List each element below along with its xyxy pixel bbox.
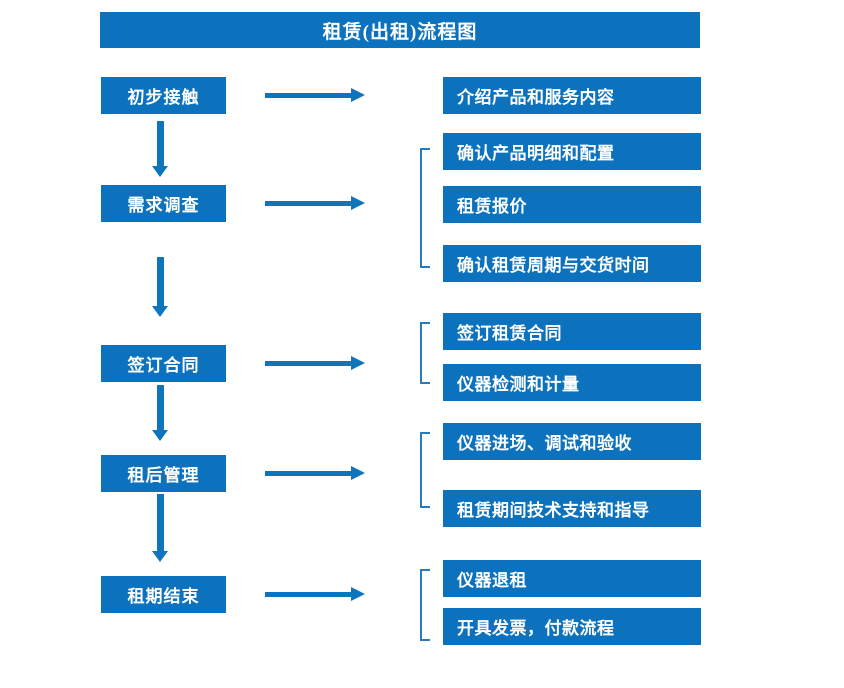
detail-box-instrument-inspection[interactable]: 仪器检测和计量 bbox=[443, 364, 701, 401]
arrow-head bbox=[152, 551, 168, 562]
detail-box-instrument-entry-commission[interactable]: 仪器进场、调试和验收 bbox=[443, 423, 701, 460]
arrow-shaft bbox=[265, 361, 353, 366]
arrow-down-stage-1-to-2 bbox=[152, 121, 169, 177]
group-bracket-stage-5 bbox=[420, 569, 430, 641]
stage-box-demand-survey[interactable]: 需求调查 bbox=[101, 185, 226, 222]
detail-box-technical-support[interactable]: 租赁期间技术支持和指导 bbox=[443, 490, 701, 527]
arrow-shaft bbox=[265, 471, 353, 476]
stage-box-lease-end[interactable]: 租期结束 bbox=[101, 576, 226, 613]
arrow-down-stage-2-to-3 bbox=[152, 257, 169, 317]
arrow-head bbox=[351, 356, 365, 370]
detail-box-sign-rental-contract[interactable]: 签订租赁合同 bbox=[443, 313, 701, 350]
detail-box-invoice-payment[interactable]: 开具发票，付款流程 bbox=[443, 608, 701, 645]
group-bracket-stage-4 bbox=[420, 432, 430, 508]
arrow-head bbox=[152, 306, 168, 317]
arrow-right-stage-3 bbox=[265, 356, 365, 370]
stage-box-post-rental-management[interactable]: 租后管理 bbox=[101, 455, 226, 492]
arrow-head bbox=[152, 166, 168, 177]
detail-box-instrument-return[interactable]: 仪器退租 bbox=[443, 560, 701, 597]
arrow-head bbox=[351, 587, 365, 601]
arrow-down-stage-4-to-5 bbox=[152, 494, 169, 562]
arrow-shaft bbox=[265, 93, 353, 98]
arrow-shaft bbox=[157, 121, 164, 166]
arrow-down-stage-3-to-4 bbox=[152, 385, 169, 441]
arrow-shaft bbox=[157, 257, 164, 306]
stage-box-sign-contract[interactable]: 签订合同 bbox=[101, 345, 226, 382]
page-title: 租赁(出租)流程图 bbox=[100, 12, 700, 48]
arrow-head bbox=[351, 88, 365, 102]
arrow-right-stage-1 bbox=[265, 88, 365, 102]
arrow-head bbox=[152, 430, 168, 441]
detail-box-introduce-products[interactable]: 介绍产品和服务内容 bbox=[443, 77, 701, 114]
arrow-shaft bbox=[265, 201, 353, 206]
arrow-right-stage-2 bbox=[265, 196, 365, 210]
arrow-shaft bbox=[265, 592, 353, 597]
detail-box-confirm-product-spec[interactable]: 确认产品明细和配置 bbox=[443, 133, 701, 170]
group-bracket-stage-2 bbox=[420, 148, 430, 268]
stage-box-preliminary-contact[interactable]: 初步接触 bbox=[101, 77, 226, 114]
arrow-shaft bbox=[157, 385, 164, 430]
detail-box-confirm-period-delivery[interactable]: 确认租赁周期与交货时间 bbox=[443, 245, 701, 282]
arrow-head bbox=[351, 466, 365, 480]
arrow-right-stage-4 bbox=[265, 466, 365, 480]
detail-box-rental-quotation[interactable]: 租赁报价 bbox=[443, 186, 701, 223]
group-bracket-stage-3 bbox=[420, 322, 430, 384]
arrow-shaft bbox=[157, 494, 164, 551]
arrow-right-stage-5 bbox=[265, 587, 365, 601]
arrow-head bbox=[351, 196, 365, 210]
